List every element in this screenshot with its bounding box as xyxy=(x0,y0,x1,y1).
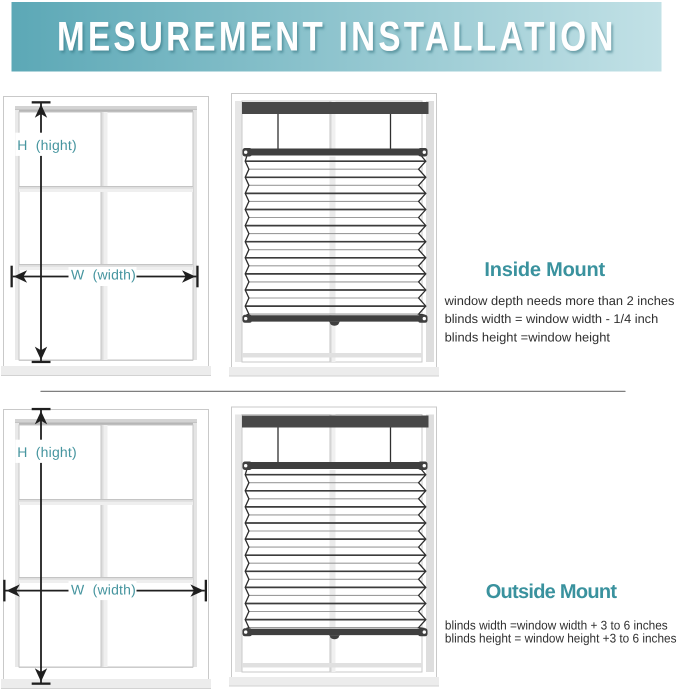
svg-text:blinds height =window height: blinds height =window height xyxy=(445,330,611,344)
svg-text:H (hight): H (hight) xyxy=(17,137,77,153)
svg-text:W (width): W (width) xyxy=(71,581,136,597)
svg-text:blinds height = window height: blinds height = window height +3 to 6 in… xyxy=(445,632,677,646)
svg-text:W (width): W (width) xyxy=(71,266,136,282)
svg-text:H (hight): H (hight) xyxy=(17,444,77,460)
svg-text:blinds width = window width -: blinds width = window width - 1/4 inch xyxy=(445,312,659,326)
svg-text:blinds width =window width + 3: blinds width =window width + 3 to 6 inch… xyxy=(445,618,668,632)
svg-text:MESUREMENT INSTALLATION: MESUREMENT INSTALLATION xyxy=(57,13,617,60)
svg-text:Outside Mount: Outside Mount xyxy=(486,581,618,603)
svg-text:window depth needs more than 2: window depth needs more than 2 inches xyxy=(444,294,675,308)
svg-text:Inside Mount: Inside Mount xyxy=(484,259,605,281)
